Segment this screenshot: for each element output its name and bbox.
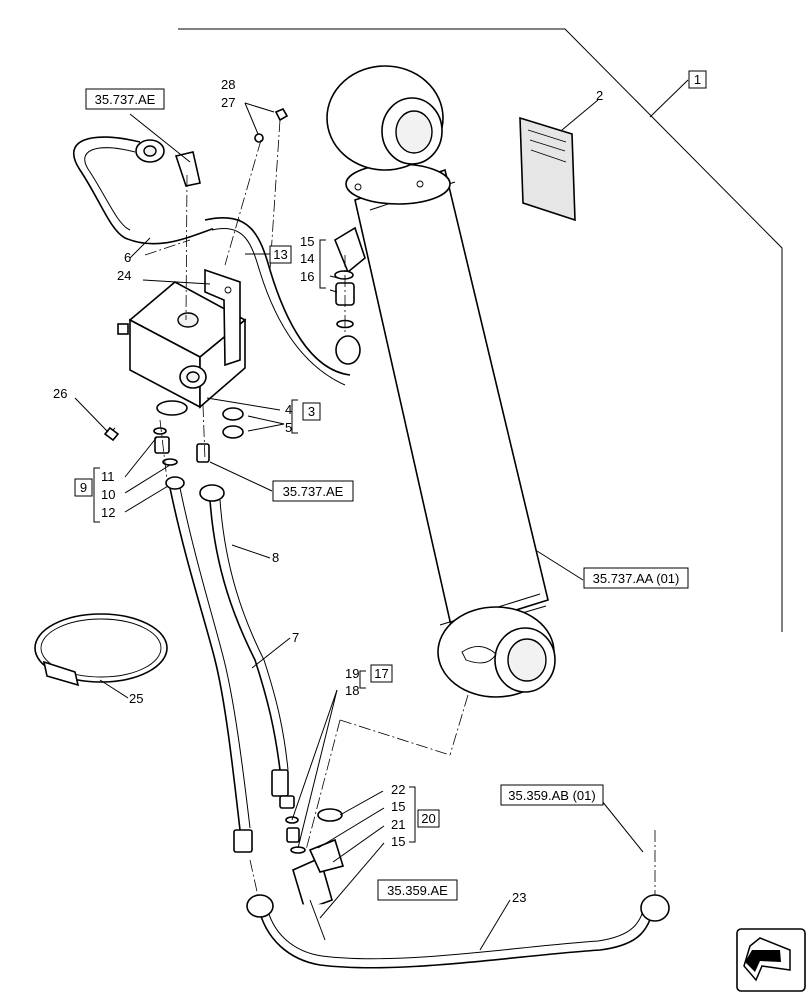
callout-16: 16 [300, 269, 314, 284]
o-rings-4-5 [222, 407, 244, 439]
ref-pipe-left[interactable]: 35.359.AE [387, 883, 448, 898]
ref-box-pipe-left[interactable] [377, 879, 458, 901]
callout-4: 4 [285, 402, 292, 417]
callout-8: 8 [272, 550, 279, 565]
hose-6 [73, 136, 361, 386]
callout-24: 24 [117, 268, 131, 283]
callout-23: 23 [512, 890, 526, 905]
ref-box-pipe-right[interactable] [500, 784, 604, 806]
callout-26: 26 [53, 386, 67, 401]
arrow-down-left-icon[interactable] [736, 928, 806, 992]
reference-links: 35.737.AE 35.737.AE 35.737.AA (01) 35.35… [85, 88, 689, 901]
callout-22: 22 [391, 782, 405, 797]
hose-clamp [34, 613, 168, 687]
callout-13: 13 [273, 247, 287, 262]
callout-9: 9 [80, 480, 87, 495]
callout-15-mid: 15 [391, 799, 405, 814]
ref-cylinder[interactable]: 35.737.AA (01) [593, 571, 680, 586]
manual-booklet [519, 116, 576, 222]
callout-18: 18 [345, 683, 359, 698]
callout-box-20 [417, 809, 440, 828]
callout-box-3 [302, 402, 321, 421]
callout-21: 21 [391, 817, 405, 832]
mounting-bracket [204, 268, 241, 367]
callout-3: 3 [308, 404, 315, 419]
callout-25: 25 [129, 691, 143, 706]
fittings-10-11-12 [109, 427, 210, 466]
callout-6: 6 [124, 250, 131, 265]
ref-box-cylinder[interactable] [583, 567, 689, 589]
callout-11: 11 [101, 469, 115, 484]
hydraulic-cylinder [326, 65, 556, 698]
assembly-bracket-line [178, 28, 783, 632]
callout-15-upper: 15 [300, 234, 314, 249]
ref-pipe-right[interactable]: 35.359.AB (01) [508, 788, 595, 803]
callout-1: 1 [694, 72, 701, 87]
callout-17: 17 [374, 666, 388, 681]
callout-14: 14 [300, 251, 314, 266]
callout-15-lower: 15 [391, 834, 405, 849]
callout-20: 20 [421, 811, 435, 826]
elbow-fitting-upper [334, 226, 366, 329]
callout-10: 10 [101, 487, 115, 502]
callout-7: 7 [292, 630, 299, 645]
callout-19: 19 [345, 666, 359, 681]
pipe-23 [246, 894, 670, 969]
ref-box-top-left[interactable] [85, 88, 165, 110]
callout-box-17 [370, 664, 393, 683]
callout-28: 28 [221, 77, 235, 92]
callout-27: 27 [221, 95, 235, 110]
assembly-centerlines [144, 119, 656, 897]
callout-5: 5 [285, 420, 292, 435]
hoses-7-8 [165, 476, 295, 853]
callout-box-9 [74, 478, 93, 497]
callout-2: 2 [596, 88, 603, 103]
callout-box-13 [269, 245, 292, 264]
callout-box-1 [688, 70, 707, 89]
valve-block [117, 281, 247, 416]
ref-top-left[interactable]: 35.737.AE [95, 92, 156, 107]
callout-labels: 1 2 3 4 5 6 7 8 9 11 10 12 13 15 14 16 1… [53, 70, 707, 905]
callout-12: 12 [101, 505, 115, 520]
leader-lines [74, 99, 644, 951]
ref-mid-left[interactable]: 35.737.AE [283, 484, 344, 499]
ref-box-mid-left[interactable] [272, 480, 354, 502]
